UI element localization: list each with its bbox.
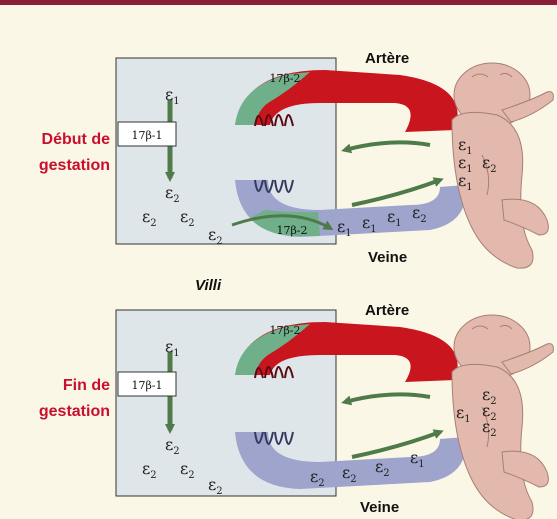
enzyme1-label: 17β-1 bbox=[131, 379, 162, 392]
artery-label: Artère bbox=[365, 302, 409, 319]
enzyme2-artery-label: 17β-2 bbox=[269, 72, 300, 85]
panel-late-gestation: 17β-1 17β-2 ε1 ε2 ε2 ε2 ε2 ε2 ε2 ε2 ε1 ε… bbox=[39, 302, 554, 519]
early-gestation-label-line1: Début de bbox=[42, 131, 111, 148]
vein-e1: ε1 bbox=[410, 448, 425, 470]
vein-flow-arrow bbox=[352, 432, 440, 457]
enzyme1-label: 17β-1 bbox=[131, 129, 162, 142]
enzyme2-artery-label: 17β-2 bbox=[269, 324, 300, 337]
late-gestation-label-line2: gestation bbox=[39, 403, 110, 420]
enzyme2-vein-label: 17β-2 bbox=[276, 224, 307, 237]
early-gestation-label-line2: gestation bbox=[39, 157, 110, 174]
top-rule bbox=[0, 0, 557, 5]
vein-label: Veine bbox=[368, 249, 407, 266]
artery-flow-arrow bbox=[345, 394, 430, 402]
villi-label: Villi bbox=[195, 277, 222, 294]
artery-flow-arrow bbox=[345, 142, 430, 150]
vein-label: Veine bbox=[360, 499, 399, 516]
vein-flow-arrow bbox=[352, 180, 440, 205]
artery-label: Artère bbox=[365, 50, 409, 67]
late-gestation-label-line1: Fin de bbox=[63, 377, 110, 394]
panel-early-gestation: 17β-1 17β-2 17β-2 ε1 ε2 ε2 ε2 ε2 ε1 ε1 ε… bbox=[39, 50, 554, 268]
